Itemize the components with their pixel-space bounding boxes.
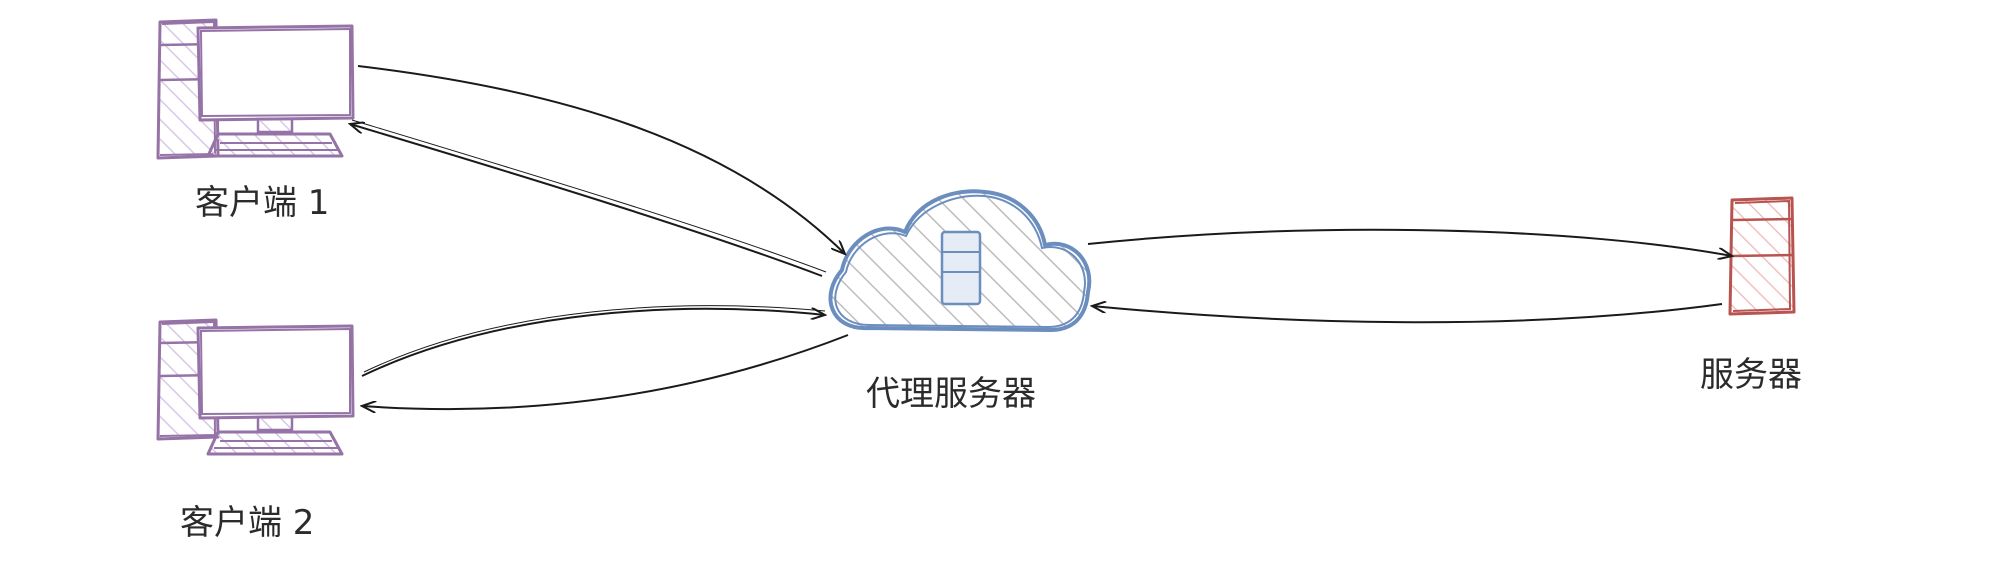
edge-client2-to-proxy <box>361 309 825 377</box>
edge-client1-to-proxy <box>357 65 845 254</box>
proxy-label: 代理服务器 <box>866 374 1036 414</box>
client2-computer-icon <box>156 318 355 456</box>
server-icon <box>1728 196 1796 316</box>
server-label: 服务器 <box>1700 355 1802 395</box>
edge-proxy-to-server <box>1087 228 1732 256</box>
proxy-cloud-icon <box>828 189 1092 332</box>
client1-computer-icon <box>156 18 355 160</box>
client1-label: 客户端 1 <box>195 183 330 223</box>
client2-label: 客户端 2 <box>180 503 315 543</box>
edge-server-to-proxy <box>1092 304 1723 324</box>
edge-proxy-to-client2 <box>362 334 849 409</box>
edge-proxy-to-client1 <box>350 124 823 277</box>
